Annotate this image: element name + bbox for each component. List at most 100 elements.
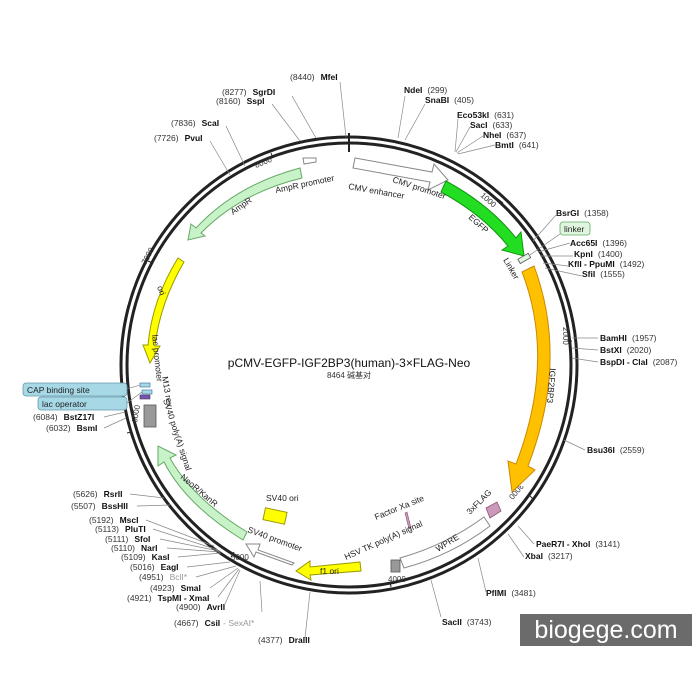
leader-drai [304,591,311,639]
site-bcli: (4951)BclI* [139,572,188,582]
igf2bp3-arrow [507,265,551,494]
leader-scai [225,125,246,167]
sv40-ori-box [262,507,288,525]
leader-csii [259,580,263,613]
ticks [126,152,572,588]
leader-nari [166,547,221,553]
ampr-arrow [187,167,303,241]
leader-sspi [271,103,301,142]
hsv-tk-box [390,559,401,573]
linker-mark [517,252,532,265]
leader-bspdi [571,357,599,363]
site-eagi: (5016)EagI [130,562,179,572]
site-sfii: SfiI(1555) [582,269,625,279]
tick-4000 [389,581,392,588]
igf2bp3-label: IGF2BP3 [545,368,558,404]
site-bstz17i: (6084)BstZ17I [33,412,94,422]
factor-xa-mark [404,511,412,530]
site-xbai: XbaI(3217) [525,551,573,561]
leader-pflmi [477,557,487,593]
sv40-promoter-arrow [245,543,295,566]
tick-8000 [270,152,274,159]
leader-rsrii [129,493,165,499]
leader-avrii [224,569,241,605]
ori-arrow [142,257,185,365]
tick-3000 [529,495,535,501]
site-pvui: (7726)PvuI [154,133,203,143]
cap-site-mark [139,382,151,388]
leader-eco53ki [454,118,459,153]
tick-label-6000: 6000 [130,404,142,424]
leader-pvui [209,140,231,176]
plasmid-backbone [119,133,579,595]
lac-promoter-mark [139,394,151,400]
linker-box-text: linker [564,224,584,234]
site-pflmi: PflMI(3481) [486,588,536,598]
cap-site-leader [126,384,141,390]
tick-label-4000: 4000 [388,575,406,584]
tick-5000 [230,551,235,558]
site-kasi: (5109)KasI [121,552,170,562]
leader-tspmi [217,568,240,598]
site-msci: (5192)MscI [89,515,138,525]
leader-acc65i [537,242,571,253]
site-tspmi: (4921)TspMI - XmaI [127,593,209,603]
leader-nhei [456,135,484,154]
site-scai: (7836)ScaI [171,118,219,128]
site-acc65i: Acc65I(1396) [570,238,627,248]
site-nari: (5110)NarI [111,543,158,553]
lac-operator-text: lac operator [42,399,87,409]
site-bmti: BmtI(641) [495,140,539,150]
leader-pluti [152,528,219,551]
tick-label-2000: 2000 [561,327,570,345]
site-smai: (4923)SmaI [150,583,201,593]
leader-bsu36i [563,439,586,451]
egfp-arrow [440,180,525,257]
site-paer7i: PaeR7I - XhoI(3141) [536,539,620,549]
leader-paer7i [517,525,535,545]
leader-sfoi [159,538,220,552]
ori-label: ori [155,284,168,296]
leader-snabi [404,103,426,141]
tag-boxes: CAP binding site lac operator linker [22,221,591,411]
cmv-arrow [352,157,449,191]
leader-saci [455,126,471,153]
cap-site-text: CAP binding site [27,385,90,395]
site-eco53ki: Eco53kI(631) [457,110,514,120]
leader-mfei [339,81,347,138]
tick-1000 [497,198,504,204]
tick-6000 [126,431,133,434]
lac-operator-leader [126,391,143,404]
leader-xbai [507,533,525,558]
site-avrii: (4900)AvrII [176,602,225,612]
linker-box [559,221,591,236]
ampr-promoter-arrow [302,157,317,165]
site-leaders [103,81,599,639]
cap-site-box [22,382,128,397]
site-pluti: (5113)PluTI [95,524,146,534]
site-sfoi: (5111)SfoI [105,534,150,544]
leader-bstz17i [103,411,126,418]
leader-ndei [397,95,406,139]
site-snabi: SnaBI(405) [425,95,474,105]
site-bsshii: (5507)BssHII [71,501,128,511]
site-rsrii: (5626)RsrII [73,489,122,499]
site-drai: (4377)DraIII [258,635,310,645]
site-labels: (8440)MfeI NdeI(299) SnaBI(405) (8277)Sg… [33,72,677,645]
lac-op-mark [141,389,153,395]
sv40-ori-label: SV40 ori [266,493,299,503]
site-sacii: SacII(3743) [442,617,492,627]
plasmid-size: 8464 碱基对 [327,370,371,380]
leader-bsrgi [532,214,557,242]
flag-mark [485,501,502,519]
leader-msci [145,519,215,547]
features [139,157,551,582]
leader-smai [209,567,239,589]
leader-eagi [186,561,231,568]
wpre-box [399,516,491,569]
leader-bsmi [103,417,127,429]
lac-operator-box [37,396,128,411]
site-nhei: NheI(637) [483,130,526,140]
tick-label-5000: 5000 [231,553,249,562]
